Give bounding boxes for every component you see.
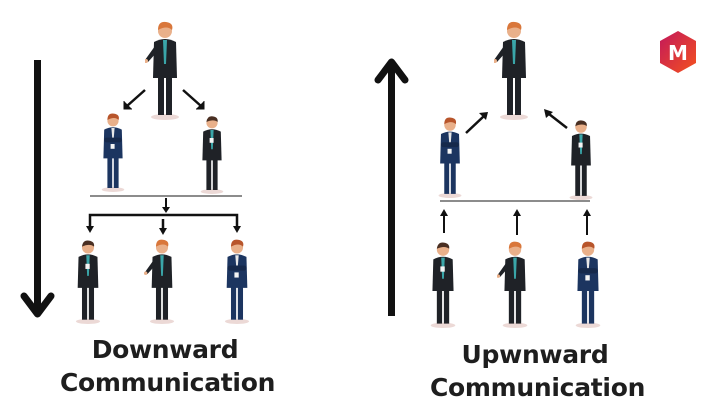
manager-person-icon	[494, 20, 534, 120]
employee-person-1-icon	[70, 238, 106, 324]
brand-logo-icon: M	[660, 31, 696, 73]
downward-title-line2: Communication	[60, 368, 276, 397]
upward-title-line1: Upwnward	[461, 340, 609, 369]
employee-person-3-icon	[570, 240, 606, 328]
upward-title-line2: Communication	[430, 373, 646, 402]
svg-text:M: M	[668, 41, 688, 65]
employee-person-2-icon	[144, 238, 180, 324]
downward-connectors	[20, 60, 242, 318]
mid-level-person-right-icon	[195, 114, 229, 194]
big-down-arrow-icon	[20, 60, 55, 318]
mid-level-person-left-icon	[96, 112, 130, 192]
upward-connectors	[374, 58, 591, 316]
downward-title: Downward Communication	[60, 333, 276, 399]
employee-person-2-icon	[497, 240, 533, 328]
big-up-arrow-icon	[374, 58, 409, 316]
downward-title-line1: Downward	[91, 335, 239, 364]
mid-level-person-left-icon	[433, 116, 467, 198]
employee-person-3-icon	[219, 238, 255, 324]
mid-level-person-right-icon	[564, 118, 598, 200]
upward-title: Upwnward Communication	[430, 338, 646, 404]
manager-person-icon	[145, 20, 185, 120]
employee-person-1-icon	[425, 240, 461, 328]
